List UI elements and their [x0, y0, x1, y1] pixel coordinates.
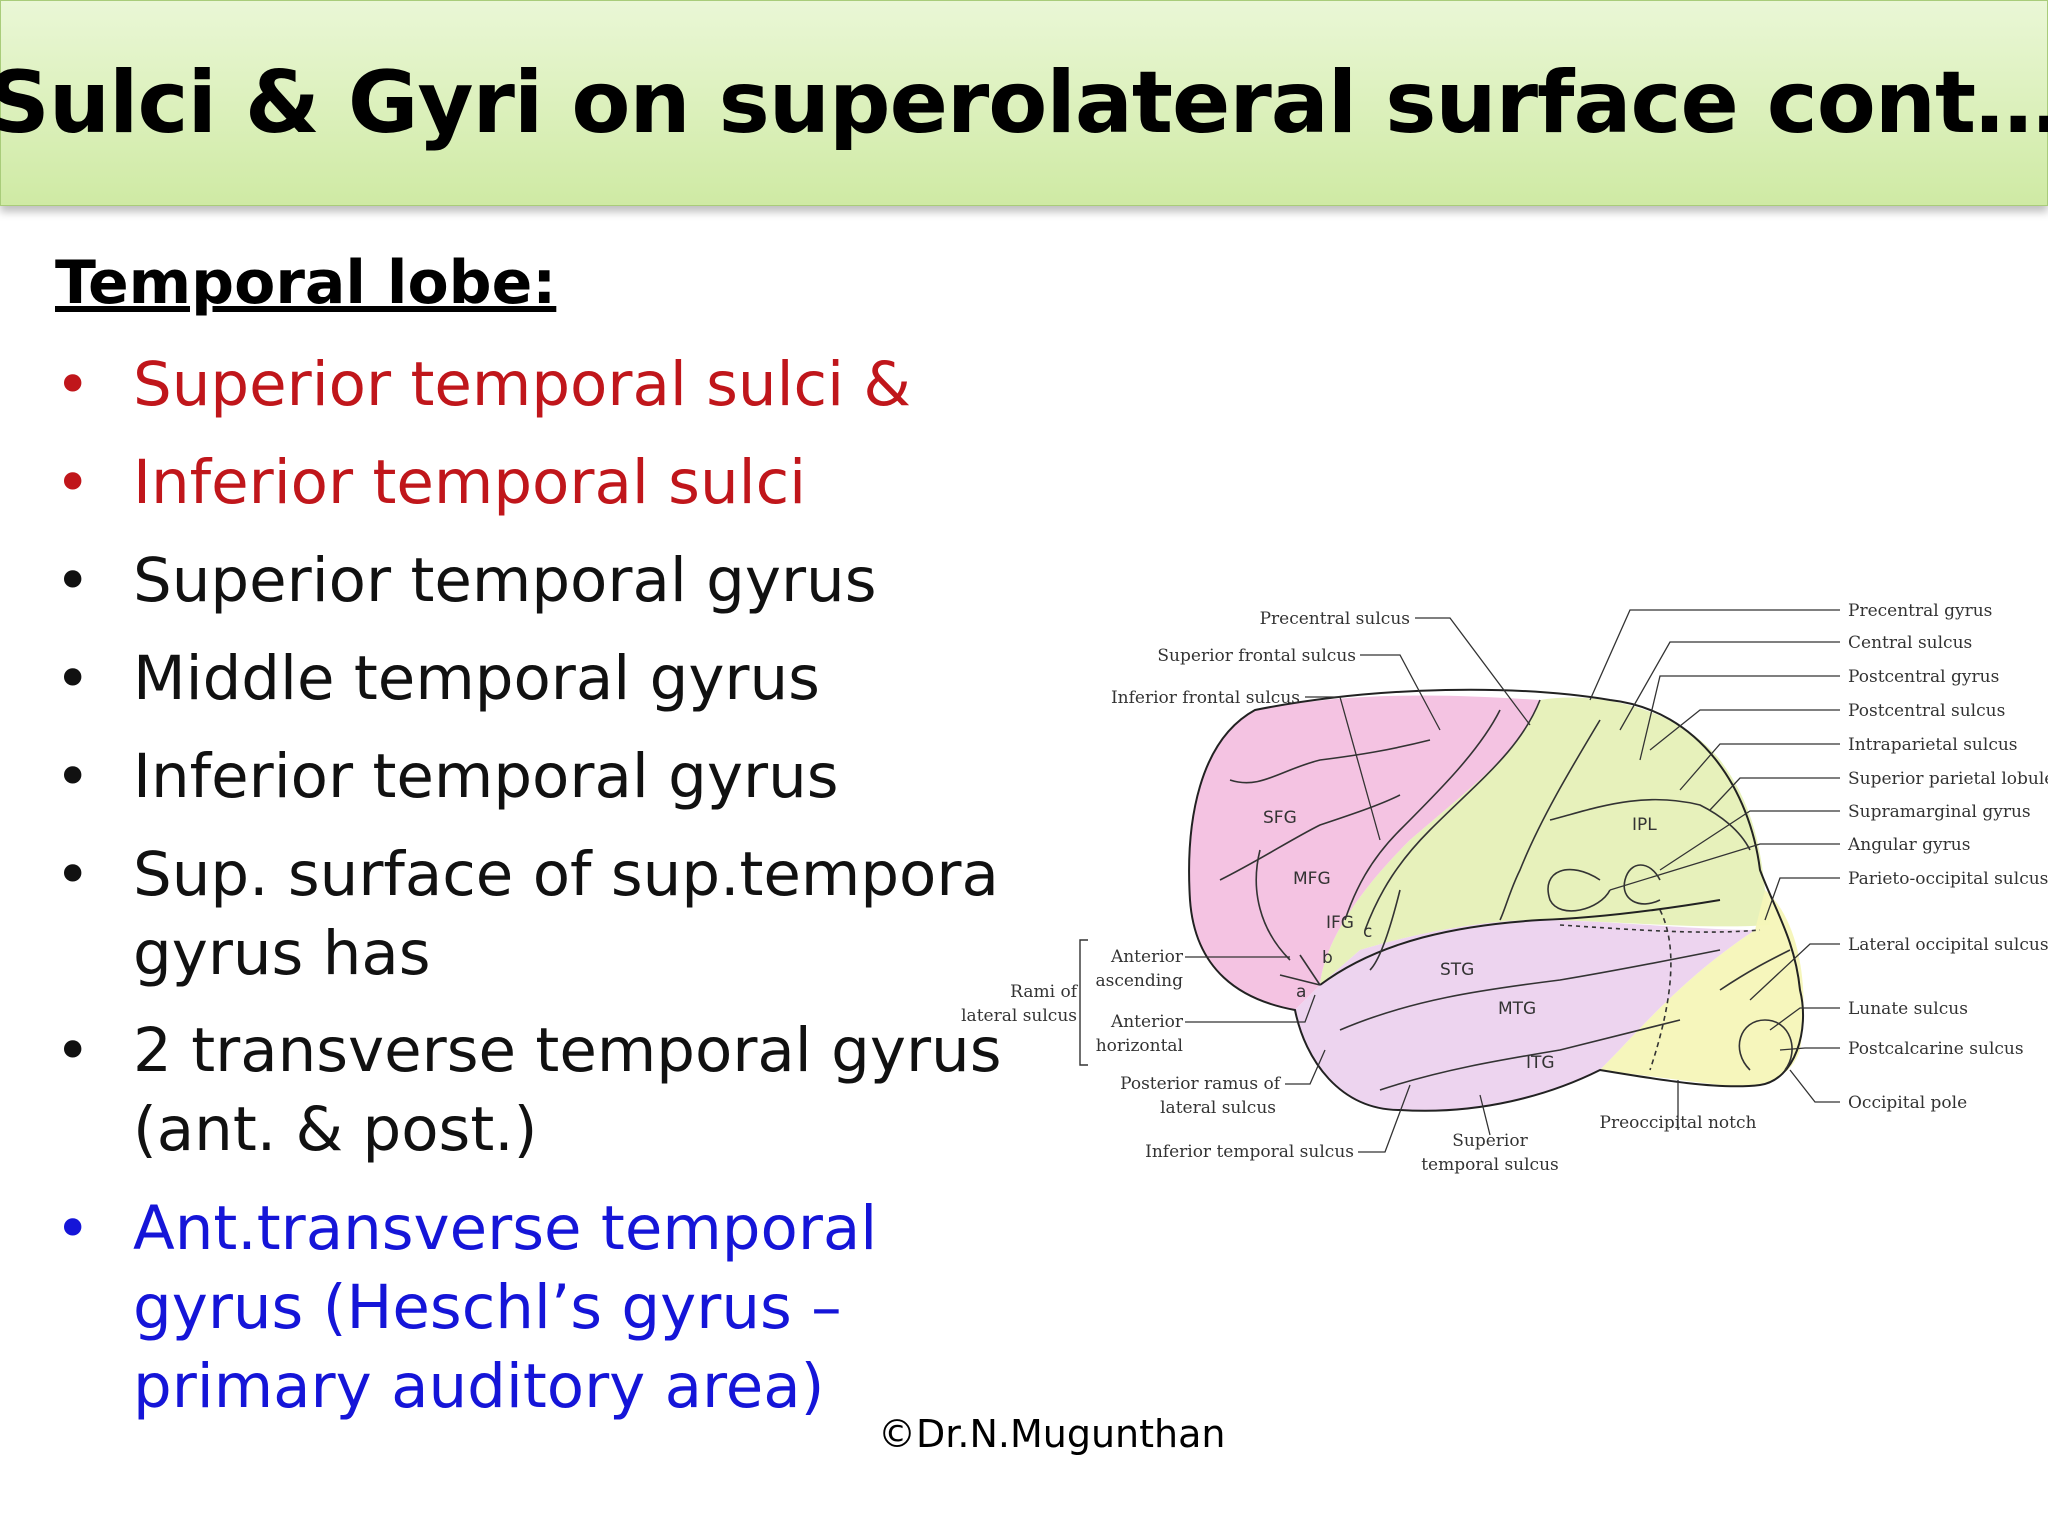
- region-label-ipl: IPL: [1632, 815, 1657, 835]
- label-supramarginal-gyrus: Supramarginal gyrus: [1848, 802, 2031, 822]
- inferior-frontal-sulcus: [1219, 794, 1401, 881]
- label-angular-gyrus: Angular gyrus: [1847, 835, 1970, 855]
- label-posterior-ramus-1: Posterior ramus of: [1120, 1074, 1282, 1094]
- leader-lines-left: [1185, 617, 1679, 1153]
- label-anterior-ascending-1: Anterior: [1110, 947, 1184, 967]
- precentral-sulcus: [1344, 709, 1501, 921]
- label-postcalcarine-sulcus: Postcalcarine sulcus: [1848, 1039, 2024, 1059]
- frontal-sulcus-extra-2: [1369, 889, 1401, 971]
- angular-curve: [1547, 868, 1611, 912]
- bullet-text: Inferior temporal sulci: [133, 447, 807, 518]
- postcentral-sulcus: [1499, 719, 1601, 921]
- label-anterior-horizontal-1: Anterior: [1110, 1012, 1184, 1032]
- bullet-dot: •: [55, 840, 91, 910]
- temporal-lobe: [1295, 920, 1755, 1111]
- bullet-dot: •: [55, 1194, 91, 1264]
- bullet-dot: •: [55, 644, 91, 714]
- region-label-itg: ITG: [1526, 1053, 1555, 1073]
- label-preoccipital-notch: Preoccipital notch: [1600, 1113, 1757, 1133]
- label-postcentral-sulcus: Postcentral sulcus: [1848, 701, 2005, 721]
- region-label-c: c: [1363, 922, 1372, 942]
- label-precentral-gyrus: Precentral gyrus: [1848, 601, 1992, 621]
- frontal-lobe: [1189, 695, 1540, 1010]
- parietal-lobe: [1320, 697, 1770, 985]
- label-anterior-horizontal-2: horizontal: [1096, 1036, 1183, 1056]
- central-sulcus: [1364, 699, 1541, 931]
- bullet-text: Superior temporal gyrus: [133, 545, 877, 616]
- label-superior-temporal-sulcus-1: Superior: [1452, 1131, 1528, 1151]
- bullet-text-continued: primary auditory area): [133, 1351, 825, 1422]
- label-rami-2: lateral sulcus: [961, 1006, 1077, 1026]
- bullet-text: Inferior temporal gyrus: [133, 741, 839, 812]
- label-rami-1: Rami of: [1010, 982, 1079, 1002]
- frontal-sulcus-extra: [1255, 849, 1291, 961]
- leader-lines-right: [1589, 609, 1840, 1103]
- copyright: ©Dr.N.Mugunthan: [878, 1412, 1226, 1456]
- bullet-text: Middle temporal gyrus: [133, 643, 820, 714]
- intraparietal-sulcus: [1549, 798, 1751, 851]
- lateral-occipital-sulcus: [1719, 949, 1791, 991]
- sulci-lines: [1219, 699, 1793, 1091]
- bullet-dot: •: [55, 546, 91, 616]
- label-precentral-sulcus: Precentral sulcus: [1260, 609, 1410, 629]
- parieto-occipital-dashed: [1559, 924, 1761, 933]
- region-label-mfg: MFG: [1293, 869, 1331, 889]
- bullet-text: Sup. surface of sup.tempora: [133, 839, 999, 910]
- label-lunate-sulcus: Lunate sulcus: [1848, 999, 1968, 1019]
- bullet-text-continued: gyrus (Heschl’s gyrus –: [133, 1272, 842, 1343]
- label-anterior-ascending-2: ascending: [1095, 971, 1183, 991]
- bullet-text-continued: gyrus has: [133, 918, 431, 989]
- brain-diagram: Precentral sulcus Superior frontal sulcu…: [960, 590, 2048, 1210]
- region-label-mtg: MTG: [1498, 999, 1536, 1019]
- inferior-temporal-sulcus: [1379, 1019, 1681, 1091]
- label-superior-parietal-lobule: Superior parietal lobule: [1848, 769, 2048, 789]
- label-parieto-occipital-sulcus: Parieto-occipital sulcus: [1848, 869, 2048, 889]
- bullet-text: Superior temporal sulci &: [133, 349, 911, 420]
- region-label-a: a: [1296, 982, 1306, 1002]
- preoccipital-dashed: [1649, 909, 1672, 1071]
- rami-a-b: [1279, 954, 1321, 986]
- label-posterior-ramus-2: lateral sulcus: [1160, 1098, 1276, 1118]
- label-superior-frontal-sulcus: Superior frontal sulcus: [1157, 646, 1356, 666]
- label-occipital-pole: Occipital pole: [1848, 1093, 1967, 1113]
- slide-title: Sulci & Gyri on superolateral surface co…: [0, 53, 2048, 153]
- bullet-text-continued: (ant. & post.): [133, 1094, 538, 1165]
- bullet-dot: •: [55, 448, 91, 518]
- bullet-text: Ant.transverse temporal: [133, 1193, 878, 1264]
- region-label-sfg: SFG: [1263, 808, 1297, 828]
- bullet-text: 2 transverse temporal gyrus: [133, 1015, 1002, 1086]
- lateral-sulcus: [1319, 899, 1721, 986]
- region-label-b: b: [1322, 948, 1333, 968]
- rami-bracket: [1079, 939, 1088, 1066]
- title-bar: Sulci & Gyri on superolateral surface co…: [0, 0, 2048, 206]
- label-postcentral-gyrus: Postcentral gyrus: [1848, 667, 1999, 687]
- superior-frontal-sulcus: [1229, 739, 1431, 784]
- lunate-sulcus: [1738, 1019, 1793, 1071]
- label-intraparietal-sulcus: Intraparietal sulcus: [1848, 735, 2018, 755]
- occipital-lobe: [1600, 890, 1804, 1087]
- bullet-dot: •: [55, 742, 91, 812]
- label-inferior-frontal-sulcus: Inferior frontal sulcus: [1111, 688, 1300, 708]
- section-heading: Temporal lobe:: [55, 248, 557, 318]
- region-label-ifg: IFG: [1326, 913, 1354, 933]
- label-central-sulcus: Central sulcus: [1848, 633, 1972, 653]
- region-label-stg: STG: [1440, 960, 1474, 980]
- label-inferior-temporal-sulcus: Inferior temporal sulcus: [1145, 1142, 1354, 1162]
- bullet-dot: •: [55, 1016, 91, 1086]
- superior-temporal-sulcus: [1339, 949, 1721, 1031]
- bullet-dot: •: [55, 350, 91, 420]
- supramarginal-curve: [1623, 864, 1661, 905]
- label-superior-temporal-sulcus-2: temporal sulcus: [1421, 1155, 1559, 1175]
- label-lateral-occipital-sulcus: Lateral occipital sulcus: [1848, 935, 2048, 955]
